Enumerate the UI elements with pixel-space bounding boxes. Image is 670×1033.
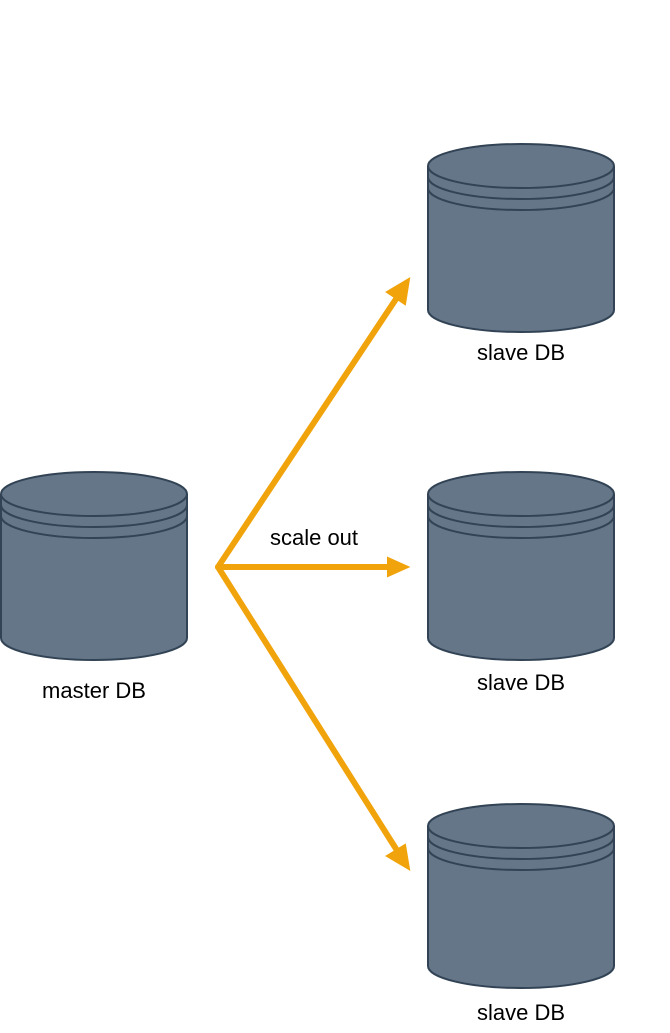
- arrow-to-slave-3: [215, 564, 411, 871]
- edge-label-scale-out: scale out: [270, 525, 358, 550]
- slave-db-3-label: slave DB: [477, 1000, 565, 1025]
- arrow-to-slave-2: [215, 556, 411, 578]
- arrowhead-icon: [385, 843, 411, 871]
- arrowhead-icon: [385, 277, 411, 306]
- arrowhead-icon: [387, 556, 411, 578]
- slave-database-3-icon: [427, 803, 615, 989]
- arrow-to-slave-1: [215, 277, 411, 570]
- slave-database-1-icon: [427, 143, 615, 333]
- master-db-label: master DB: [42, 678, 146, 703]
- slave-db-2-label: slave DB: [477, 670, 565, 695]
- slave-db-1-label: slave DB: [477, 340, 565, 365]
- slave-database-2-icon: [427, 471, 615, 661]
- master-database-icon: [0, 471, 188, 661]
